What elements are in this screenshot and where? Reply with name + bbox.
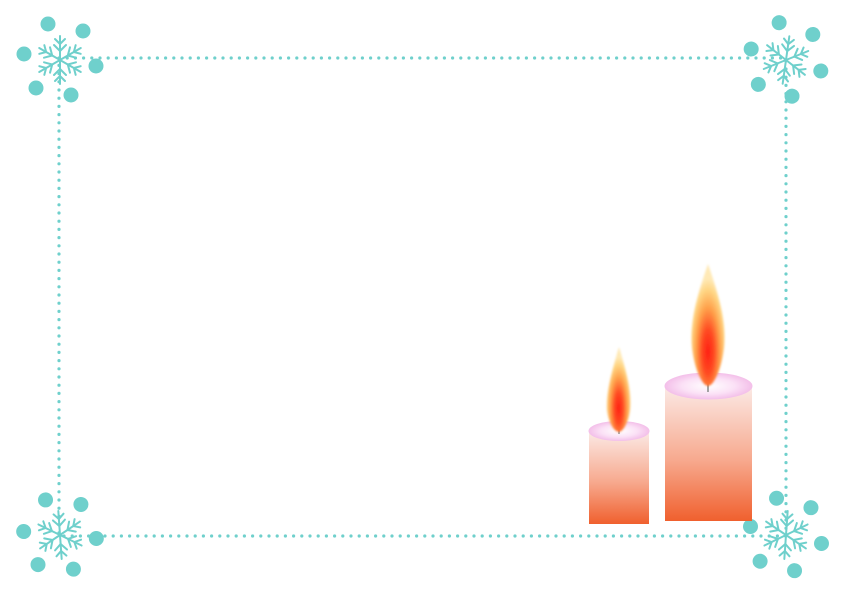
small-candle-flame (606, 347, 631, 432)
dotted-border (57, 56, 788, 538)
large-candle-body (665, 386, 752, 521)
large-candle-flame (691, 264, 725, 386)
small-candle-body (589, 431, 649, 524)
large-candle (664, 264, 753, 521)
small-candle (588, 347, 650, 524)
